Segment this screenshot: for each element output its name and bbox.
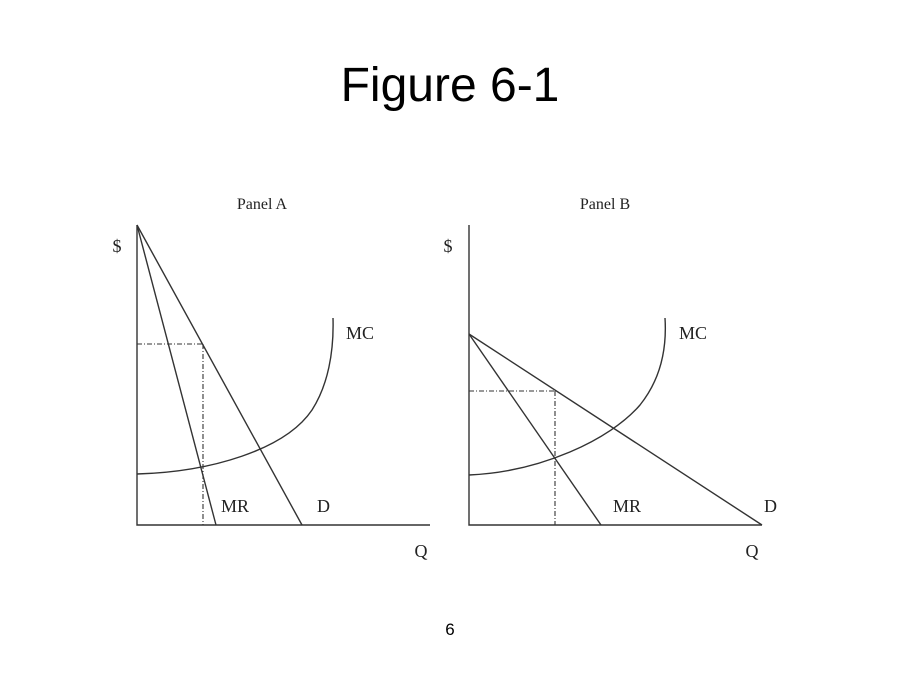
panel-b-axes bbox=[468, 225, 762, 526]
slide-title: Figure 6-1 bbox=[340, 59, 560, 112]
panel-b-demand-curve bbox=[468, 333, 763, 526]
panel-b-y-axis-label: $ bbox=[444, 236, 453, 256]
panel-a: Panel A $ Q MC MR D bbox=[113, 196, 430, 561]
panel-b-d-label: D bbox=[764, 496, 777, 516]
panel-b-mr-curve bbox=[468, 333, 602, 526]
panel-a-title: Panel A bbox=[237, 196, 288, 213]
page-number: 6 bbox=[445, 620, 455, 639]
panel-a-mr-curve bbox=[136, 224, 217, 526]
panel-b-x-axis-label: Q bbox=[746, 541, 759, 561]
panel-b-mr-label: MR bbox=[613, 496, 641, 516]
panel-b-title: Panel B bbox=[580, 196, 630, 213]
panel-b: Panel B $ Q MC MR D bbox=[444, 196, 778, 561]
panel-b-mc-curve bbox=[468, 317, 667, 476]
panel-b-mc-label: MC bbox=[679, 323, 707, 343]
panel-a-y-axis-label: $ bbox=[113, 236, 122, 256]
panel-a-mc-curve bbox=[136, 317, 334, 475]
panel-a-x-axis-label: Q bbox=[415, 541, 428, 561]
panel-a-mr-label: MR bbox=[221, 496, 249, 516]
panel-a-demand-curve bbox=[136, 224, 303, 526]
panel-a-axes bbox=[136, 225, 430, 526]
panel-a-d-label: D bbox=[317, 496, 330, 516]
panel-a-mc-label: MC bbox=[346, 323, 374, 343]
